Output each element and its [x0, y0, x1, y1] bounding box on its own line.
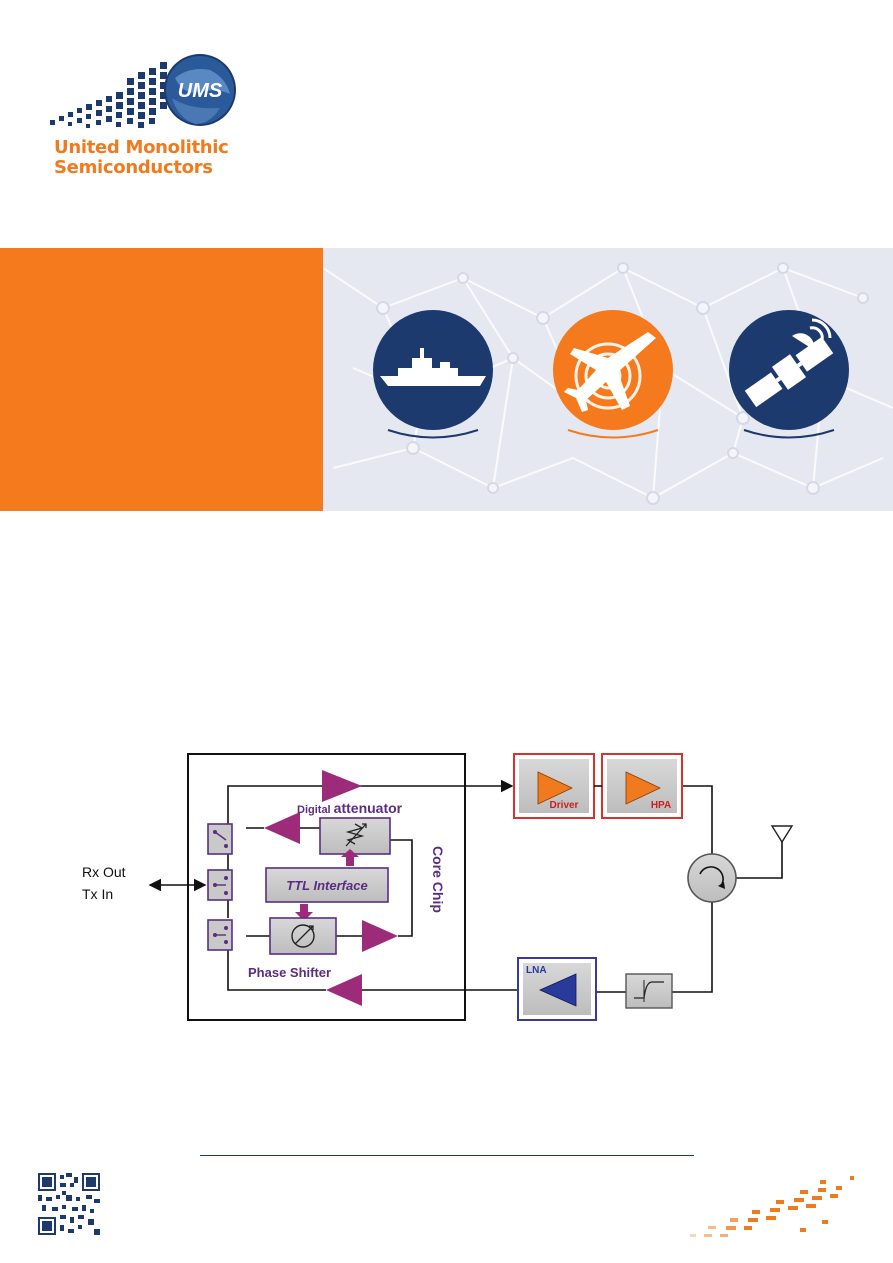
- variable-resistor-icon: [345, 823, 367, 847]
- phase-shifter-icon: [291, 924, 315, 948]
- logo-dots: [50, 62, 167, 128]
- rf-switch-bottom: [207, 919, 233, 951]
- tx-in-label: Tx In: [82, 886, 113, 902]
- footer-decoration: [690, 1176, 854, 1237]
- circulator-icon: [687, 853, 737, 903]
- ttl-to-attenuator-arrow: [341, 849, 359, 866]
- ttl-interface-block: [265, 867, 389, 903]
- antenna-icon: [770, 825, 794, 844]
- filter-block: [625, 973, 673, 1009]
- block-diagram: Digital attenuator TTL Interface Phase S…: [82, 753, 794, 1021]
- banner-orange-panel: [0, 248, 323, 511]
- rf-switch-middle: [207, 869, 233, 901]
- brand-name-line1: United Monolithic: [54, 137, 229, 158]
- core-chip-label: Core Chip: [430, 846, 446, 913]
- ship-icon: [373, 310, 493, 439]
- driver-label: Driver: [550, 800, 579, 811]
- digital-attenuator-label: Digital attenuator: [297, 800, 403, 816]
- ttl-to-phase-arrow: [295, 904, 313, 921]
- amplifier-tx-core: [322, 770, 362, 802]
- amplifier-attenuator: [264, 812, 300, 844]
- lna-label: LNA: [526, 965, 547, 976]
- amplifier-phase: [362, 920, 398, 952]
- rx-out-label: Rx Out: [82, 864, 126, 880]
- airplane-radar-icon: [553, 310, 673, 439]
- ums-logo: UMS: [50, 54, 236, 128]
- hpa-label: HPA: [651, 800, 671, 811]
- brand-name: United Monolithic Semiconductors: [54, 138, 229, 178]
- rf-switch-top: [207, 823, 233, 855]
- qr-code-icon[interactable]: [38, 1173, 100, 1235]
- satellite-icon: [729, 310, 849, 439]
- logo-badge-text: UMS: [178, 80, 223, 102]
- amplifier-rx-core: [326, 974, 362, 1006]
- brand-name-line2: Semiconductors: [54, 157, 213, 178]
- ttl-interface-label: TTL Interface: [286, 878, 367, 893]
- phase-shifter-label: Phase Shifter: [248, 965, 331, 980]
- footer-divider: [200, 1155, 694, 1156]
